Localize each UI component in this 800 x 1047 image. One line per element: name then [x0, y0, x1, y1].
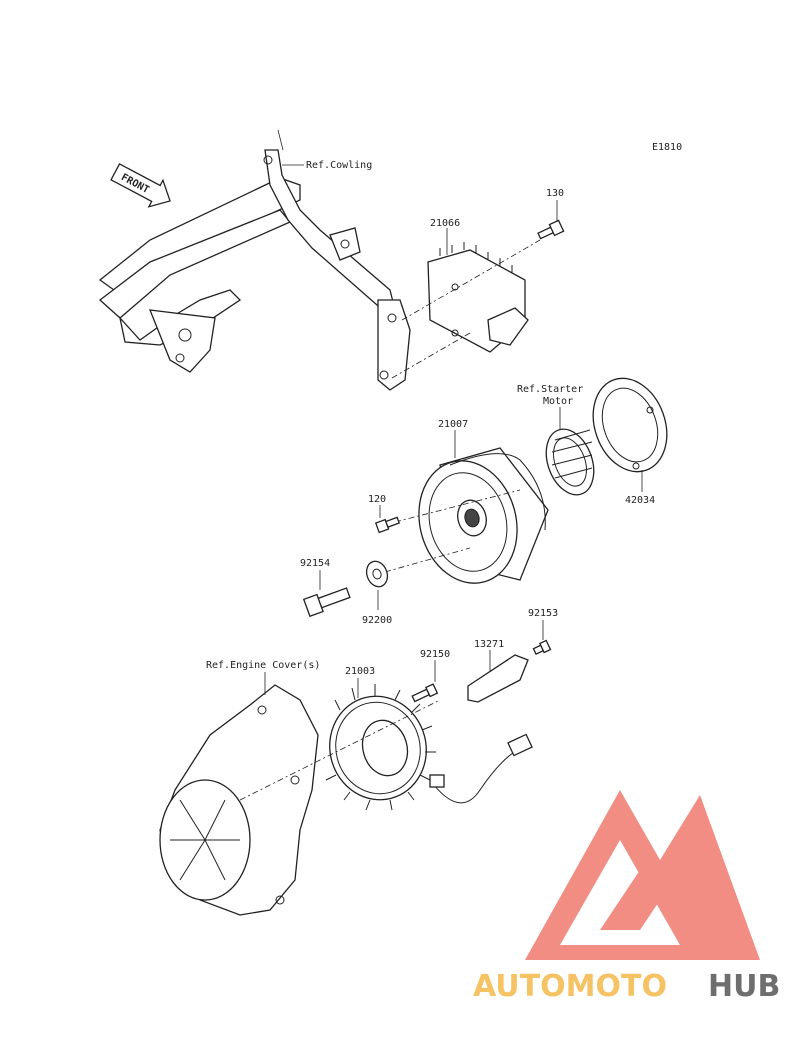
- watermark-part2: HUB: [708, 969, 780, 1004]
- part-label-21066: 21066: [430, 218, 460, 229]
- clamp-plate: [467, 654, 529, 703]
- watermark-part1: AUTOMOTO: [473, 969, 667, 1004]
- rotor: [418, 447, 549, 584]
- part-label-13271: 13271: [474, 639, 504, 650]
- part-label-21007: 21007: [438, 419, 468, 430]
- part-label-21003: 21003: [345, 666, 375, 677]
- diagram-code: E1810: [652, 142, 682, 153]
- part-label-130: 130: [546, 188, 564, 199]
- part-label-92200: 92200: [362, 615, 392, 626]
- bolt-92154: [302, 587, 351, 618]
- front-arrow-icon: FRONT: [110, 163, 171, 208]
- washer-92200: [365, 560, 389, 588]
- regulator-rectifier: [427, 242, 529, 353]
- bolt-120: [374, 516, 401, 534]
- wire-harness: [429, 733, 533, 804]
- part-label-92154: 92154: [300, 558, 330, 569]
- ref-starter-label-line2: Motor: [543, 396, 573, 407]
- ref-starter-label-line1: Ref.Starter: [517, 384, 583, 395]
- ref-engine-cover-label: Ref.Engine Cover(s): [206, 660, 320, 671]
- ref-cowling-label: Ref.Cowling: [306, 160, 372, 171]
- bolt-130: [537, 219, 565, 240]
- part-label-92150: 92150: [420, 649, 450, 660]
- automotohub-logo: AUTOMOTO HUB: [473, 790, 780, 1004]
- starter-clutch: [545, 428, 595, 496]
- bolt-92150: [411, 683, 439, 703]
- part-label-92153: 92153: [528, 608, 558, 619]
- frame-bracket: [98, 129, 411, 391]
- part-label-42034: 42034: [625, 495, 655, 506]
- part-label-120: 120: [368, 494, 386, 505]
- screw-92153: [532, 639, 552, 655]
- stator: [325, 684, 436, 811]
- ring-gear: [592, 377, 668, 473]
- engine-cover: [159, 684, 319, 916]
